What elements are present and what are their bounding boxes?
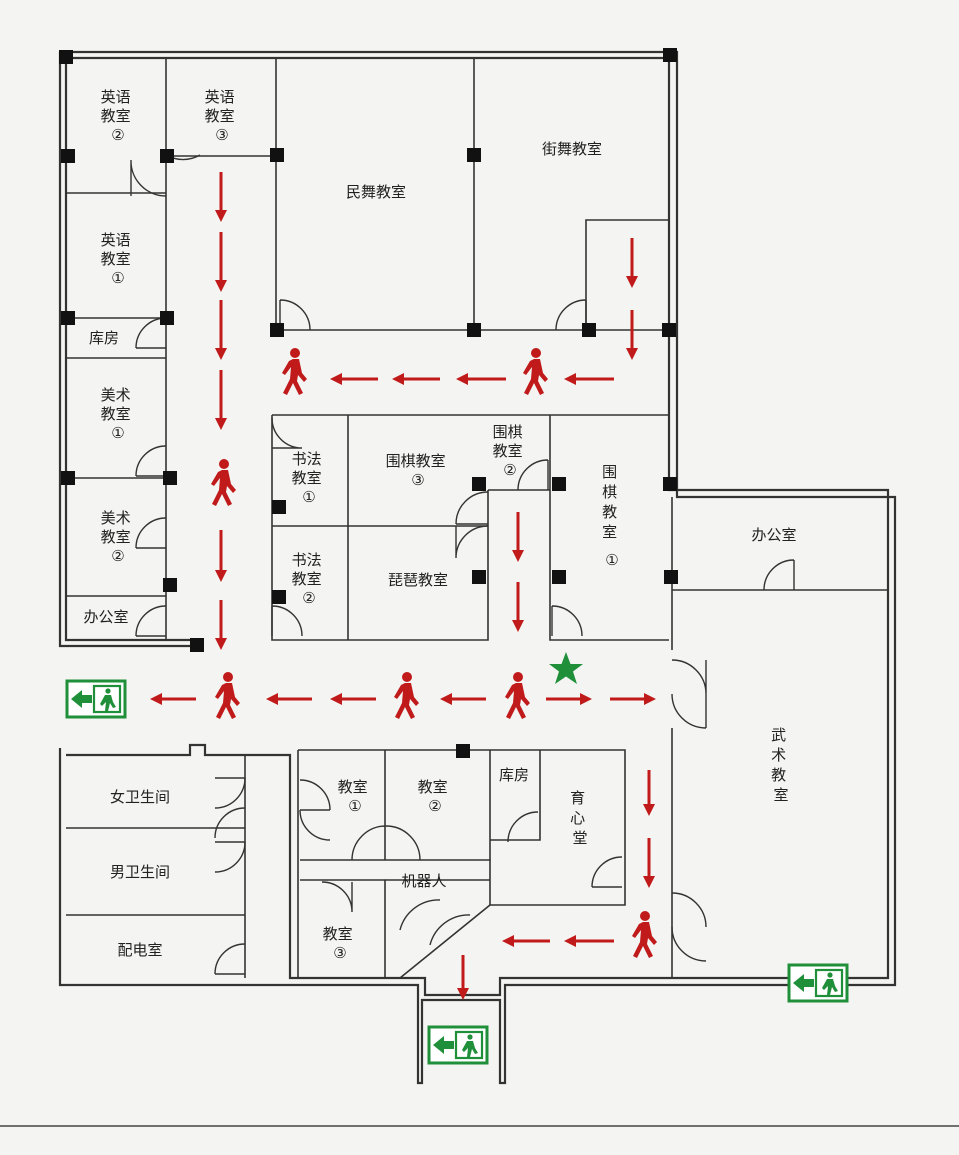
room-classroom-1: 教室 ①	[338, 778, 373, 815]
arrow-down	[643, 770, 655, 816]
columns	[59, 48, 678, 758]
room-classroom-3: 教室 ③	[323, 925, 358, 962]
arrow-down	[512, 582, 524, 632]
room-women-wc: 女卫生间	[110, 788, 170, 806]
running-person-icon	[523, 348, 548, 395]
room-street-dance: 街舞教室	[542, 140, 602, 158]
walker-icons	[211, 348, 657, 958]
room-art-2: 美术 教室 ②	[101, 509, 136, 565]
room-heart-hall: 育 心 堂	[570, 789, 590, 847]
arrow-right	[610, 693, 656, 705]
emergency-exit-icon	[427, 1025, 489, 1065]
running-person-icon	[211, 459, 236, 506]
doors	[130, 154, 795, 975]
room-english-2: 英语 教室 ②	[101, 88, 136, 144]
arrow-left	[330, 693, 376, 705]
room-calligraphy-2: 书法 教室 ②	[292, 551, 327, 607]
emergency-exit-icon	[787, 963, 849, 1003]
running-person-icon	[215, 672, 240, 719]
arrow-down	[457, 955, 469, 1000]
arrow-down	[215, 172, 227, 222]
room-men-wc: 男卫生间	[110, 863, 170, 881]
room-storage-south: 库房	[499, 766, 529, 784]
arrow-down	[512, 512, 524, 562]
arrow-left	[392, 373, 440, 385]
room-pipa: 琵琶教室	[388, 571, 448, 589]
arrow-left	[456, 373, 506, 385]
room-calligraphy-1: 书法 教室 ①	[292, 450, 327, 506]
arrow-down	[215, 600, 227, 650]
room-office-west: 办公室	[83, 608, 128, 626]
arrow-left	[564, 935, 614, 947]
room-storage-west: 库房	[89, 329, 119, 347]
interior-walls	[66, 58, 888, 979]
arrow-down	[215, 530, 227, 582]
arrow-down	[626, 310, 638, 360]
running-person-icon	[505, 672, 530, 719]
room-go-2: 围棋 教室 ②	[493, 423, 528, 479]
running-person-icon	[632, 911, 657, 958]
room-office-east: 办公室	[751, 526, 796, 544]
running-person-icon	[394, 672, 419, 719]
arrow-down	[643, 838, 655, 888]
arrow-down	[215, 300, 227, 360]
arrow-right	[546, 693, 592, 705]
room-english-3: 英语 教室 ③	[205, 88, 240, 144]
room-labels: 英语 教室 ② 英语 教室 ③ 英语 教室 ① 库房 美术 教室 ① 美术 教室…	[83, 88, 796, 962]
running-person-icon	[282, 348, 307, 395]
arrow-down	[215, 232, 227, 292]
room-classroom-2: 教室 ②	[418, 778, 453, 815]
emergency-exit-icon	[65, 679, 127, 719]
room-english-1: 英语 教室 ①	[101, 231, 136, 287]
outer-walls	[58, 50, 897, 1085]
arrow-down	[215, 370, 227, 430]
room-go-3: 围棋教室 ③	[386, 452, 451, 489]
arrow-left	[440, 693, 486, 705]
room-folk-dance: 民舞教室	[346, 183, 406, 201]
arrow-left	[150, 693, 196, 705]
arrow-down	[626, 238, 638, 288]
room-go-1: 围 棋 教 室 ①	[602, 463, 622, 569]
room-robot: 机器人	[401, 872, 446, 890]
room-power: 配电室	[117, 941, 162, 959]
arrow-left	[330, 373, 378, 385]
star-icon	[549, 652, 583, 684]
arrow-left	[502, 935, 550, 947]
arrow-left	[266, 693, 312, 705]
evacuation-arrows	[150, 172, 656, 1000]
arrow-left	[564, 373, 614, 385]
room-art-1: 美术 教室 ①	[101, 386, 136, 442]
room-wushu: 武 术 教 室	[771, 726, 791, 804]
